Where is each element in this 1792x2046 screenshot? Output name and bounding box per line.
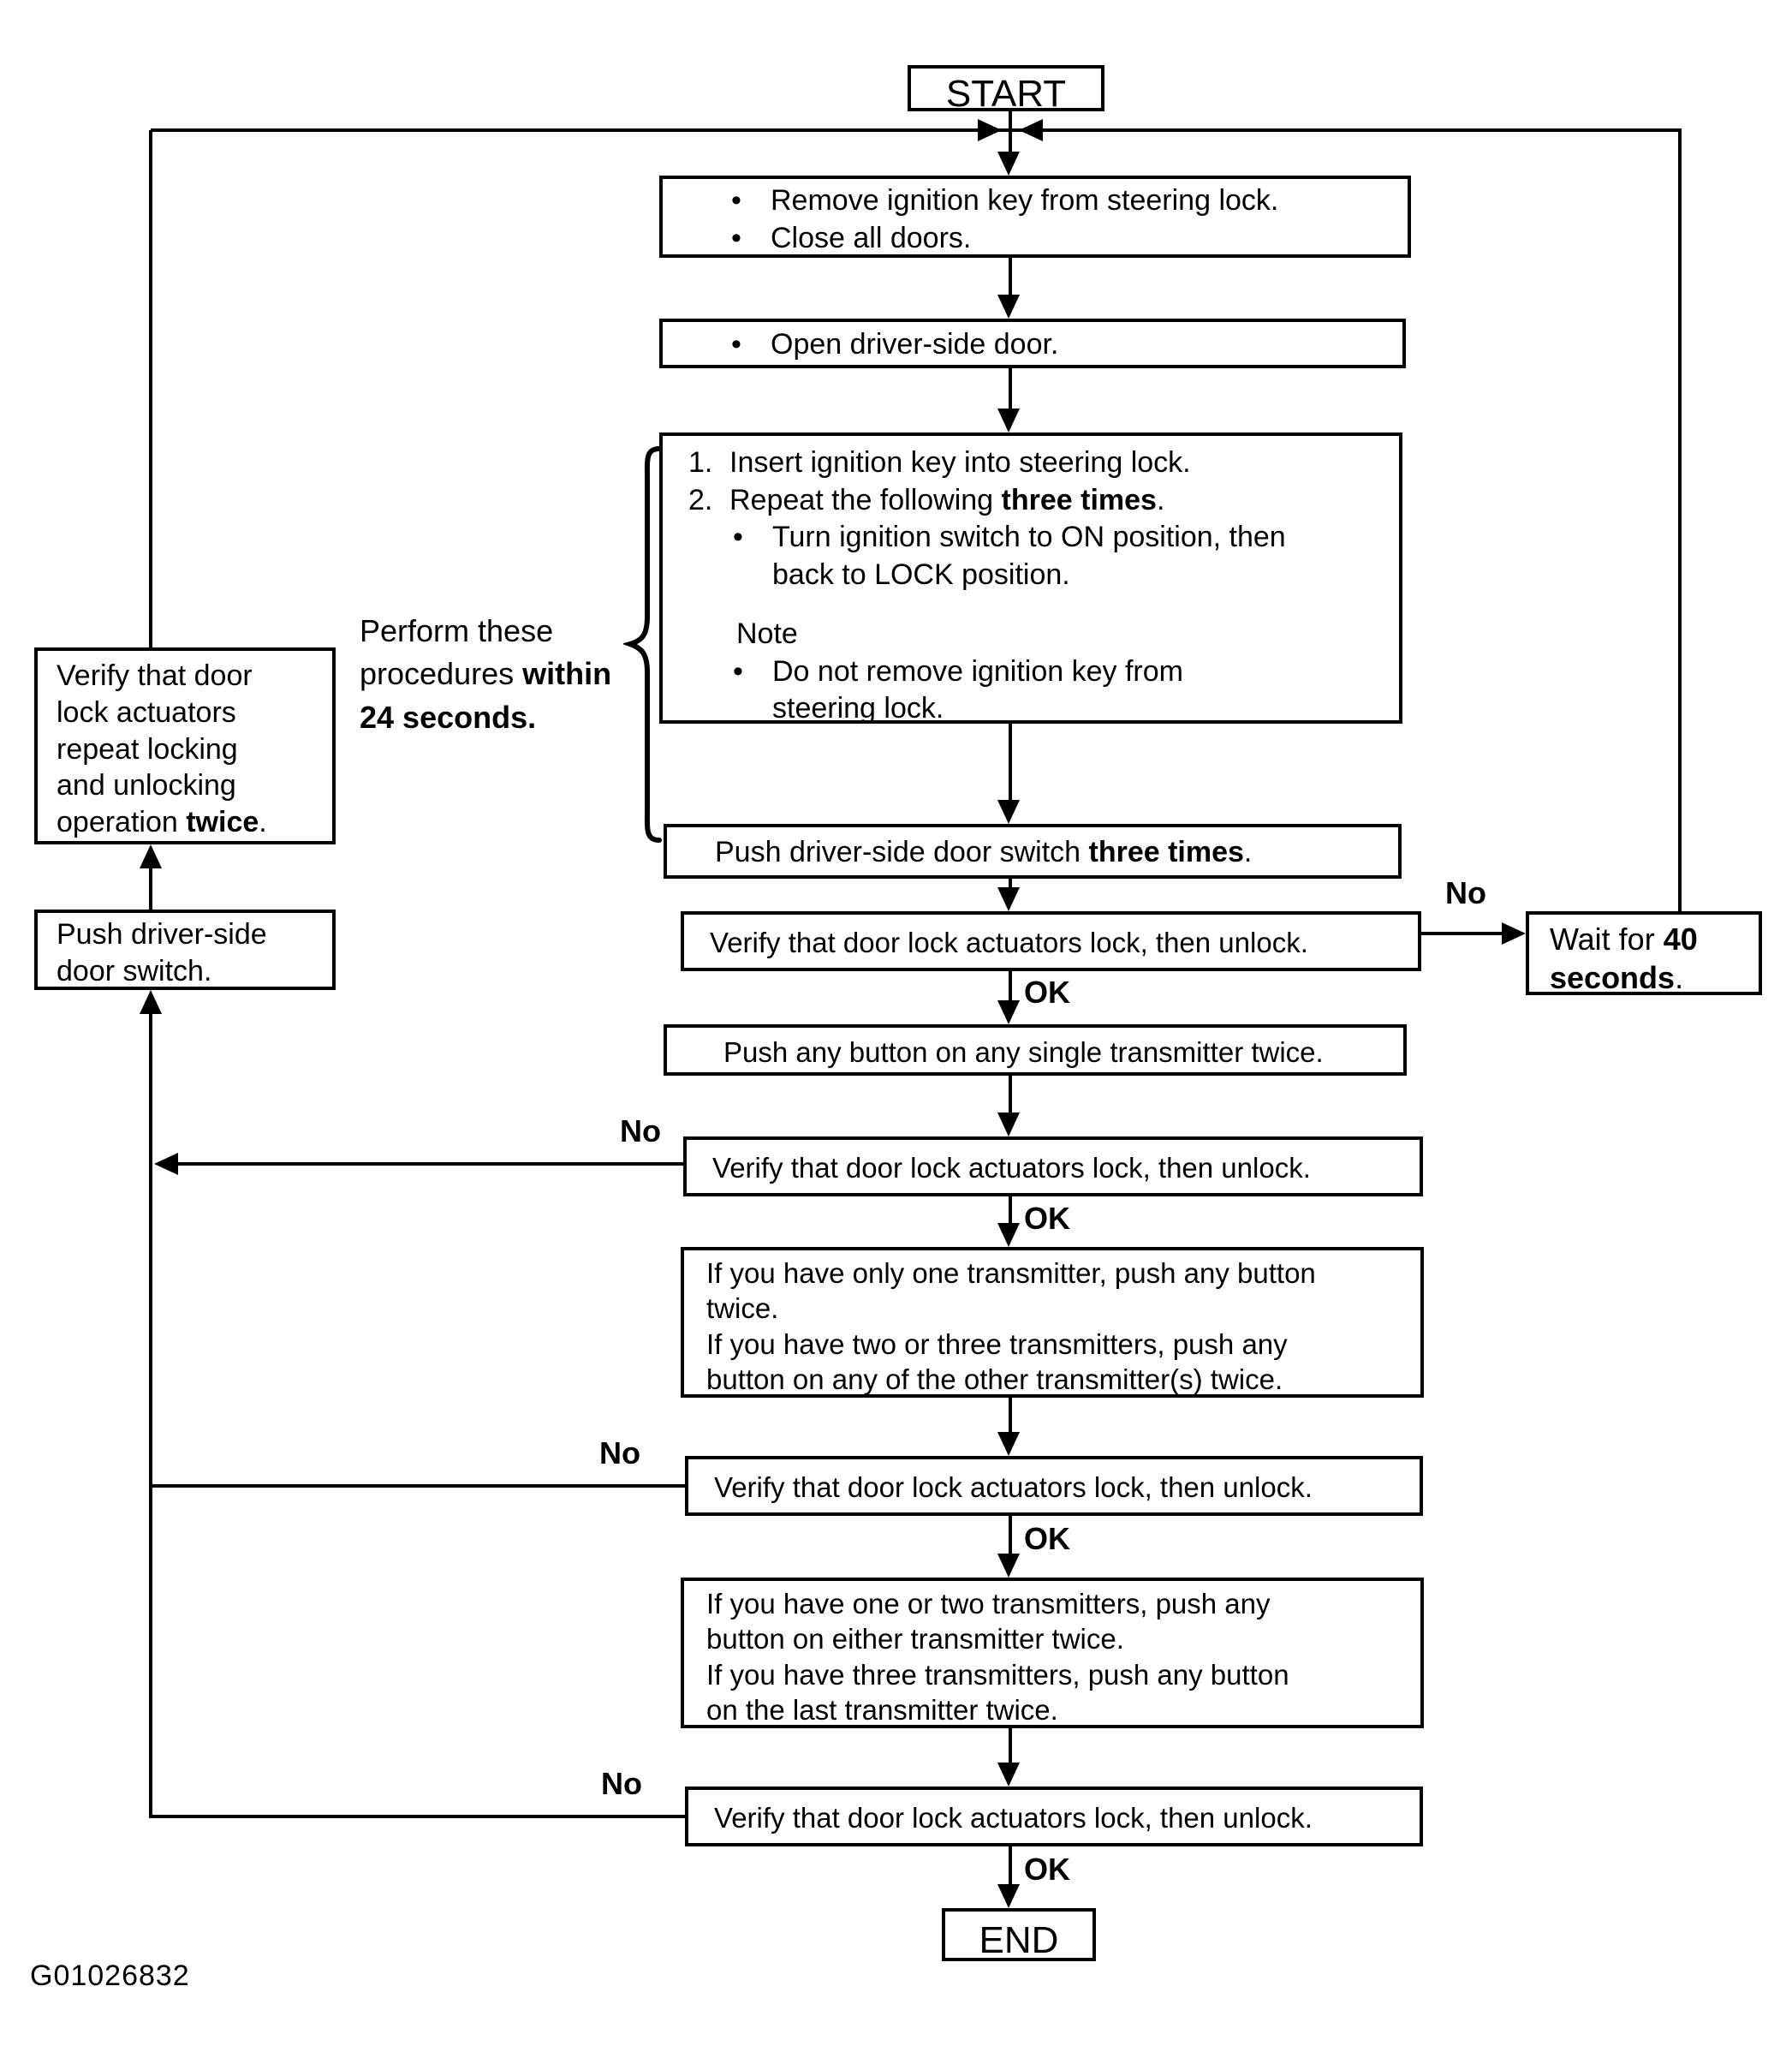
bullet-icon: • — [731, 221, 741, 254]
arrow-down-icon-8 — [997, 1223, 1020, 1247]
arrow-down-icon-2 — [997, 295, 1020, 319]
left-feedback-line-bottom — [149, 1014, 152, 1818]
one-transmitter-box: If you have only one transmitter, push a… — [681, 1247, 1424, 1398]
one-or-two-transmitters-box: If you have one or two transmitters, pus… — [681, 1578, 1424, 1728]
arrow-down-icon-11 — [997, 1763, 1020, 1787]
no-label-1: No — [1445, 875, 1486, 910]
arrow-line-4 — [1009, 724, 1012, 802]
key-cycle-box: 1. Insert ignition key into steering loc… — [659, 432, 1402, 725]
left-verify-box: Verify that door lock actuators repeat l… — [34, 647, 336, 844]
bullet-icon: • — [733, 654, 743, 688]
arrow-up-icon-left-push — [140, 990, 162, 1014]
key-cycle-step2: 2. Repeat the following three times. — [688, 483, 1165, 516]
ok-label-3: OK — [1024, 1521, 1070, 1556]
prep-item-2: • Close all doors. — [731, 220, 1399, 258]
arrow-down-icon-10 — [997, 1554, 1020, 1578]
arrow-down-icon-12 — [997, 1884, 1020, 1908]
arrow-line-8 — [1009, 1196, 1012, 1226]
timing-note-line2: procedures within — [360, 656, 612, 692]
no-label-3: No — [599, 1435, 640, 1470]
wait-40-seconds-box: Wait for 40 seconds. — [1526, 911, 1762, 995]
push-door-three-box: Push driver-side door switch three times… — [664, 824, 1402, 879]
verify-box-3: Verify that door lock actuators lock, th… — [685, 1456, 1423, 1516]
arrow-line-7 — [1009, 1076, 1012, 1115]
arrow-up-icon-left-verify — [140, 844, 162, 868]
bullet-icon: • — [731, 184, 741, 217]
arrow-down-icon-5 — [997, 887, 1020, 911]
start-connector — [1009, 111, 1012, 132]
arrow-line-1 — [1009, 130, 1012, 154]
ok-label-2: OK — [1024, 1201, 1070, 1236]
push-any-single-box: Push any button on any single transmitte… — [664, 1024, 1407, 1076]
top-feedback-line — [151, 128, 1682, 132]
end-node: END — [942, 1908, 1096, 1961]
key-cycle-note-title: Note — [736, 617, 798, 651]
arrow-line-2 — [1009, 258, 1012, 297]
arrow-line-6 — [1009, 971, 1012, 1002]
arrow-down-icon-4 — [997, 800, 1020, 824]
left-push-to-verify-line — [149, 867, 152, 910]
arrow-line-9 — [1009, 1398, 1012, 1434]
open-door-box: • Open driver-side door. — [659, 319, 1406, 368]
verify-box-4: Verify that door lock actuators lock, th… — [685, 1787, 1423, 1846]
arrow-line-5 — [1009, 879, 1012, 889]
start-node: START — [908, 65, 1104, 115]
open-door-item: • Open driver-side door. — [731, 326, 1394, 364]
merge-arrow-left-icon — [978, 119, 1002, 141]
no-label-2: No — [620, 1113, 661, 1148]
arrow-line-11 — [1009, 1728, 1012, 1764]
verify-box-1: Verify that door lock actuators lock, th… — [681, 911, 1421, 971]
prep-item-1: • Remove ignition key from steering lock… — [731, 182, 1399, 220]
right-feedback-line — [1678, 130, 1682, 913]
key-cycle-step1: 1. Insert ignition key into steering loc… — [688, 446, 1191, 479]
arrow-line-10 — [1009, 1516, 1012, 1555]
merge-arrow-right-icon — [1019, 119, 1043, 141]
arrow-down-icon-1 — [997, 152, 1020, 176]
arrow-down-icon-7 — [997, 1112, 1020, 1136]
verify-box-2: Verify that door lock actuators lock, th… — [683, 1136, 1423, 1196]
no-line-1 — [1420, 932, 1505, 935]
arrow-line-12 — [1009, 1846, 1012, 1886]
arrow-left-icon-no2 — [154, 1153, 178, 1175]
timing-note: Perform these procedures within 24 secon… — [360, 610, 651, 739]
ok-label-4: OK — [1024, 1852, 1070, 1887]
arrow-line-3 — [1009, 368, 1012, 411]
left-feedback-line-top — [149, 130, 152, 649]
key-cycle-turn-bullet: • Turn ignition switch to ON position, t… — [733, 521, 1286, 591]
prep-step-box: • Remove ignition key from steering lock… — [659, 176, 1411, 258]
no-line-4 — [151, 1815, 685, 1818]
left-push-box: Push driver-side door switch. — [34, 910, 336, 990]
no-line-2 — [178, 1162, 685, 1166]
figure-code: G01026832 — [30, 1960, 190, 1992]
no-line-3 — [151, 1484, 685, 1488]
timing-note-line1: Perform these — [360, 613, 554, 648]
no-label-4: No — [601, 1766, 642, 1801]
arrow-down-icon-3 — [997, 409, 1020, 432]
ok-label-1: OK — [1024, 975, 1070, 1010]
bullet-icon: • — [731, 328, 741, 361]
arrow-down-icon-9 — [997, 1432, 1020, 1456]
arrow-down-icon-6 — [997, 1000, 1020, 1024]
arrow-right-icon-wait — [1502, 922, 1526, 945]
timing-note-line3: 24 seconds. — [360, 699, 537, 735]
bullet-icon: • — [733, 521, 743, 554]
brace-icon — [623, 446, 662, 843]
